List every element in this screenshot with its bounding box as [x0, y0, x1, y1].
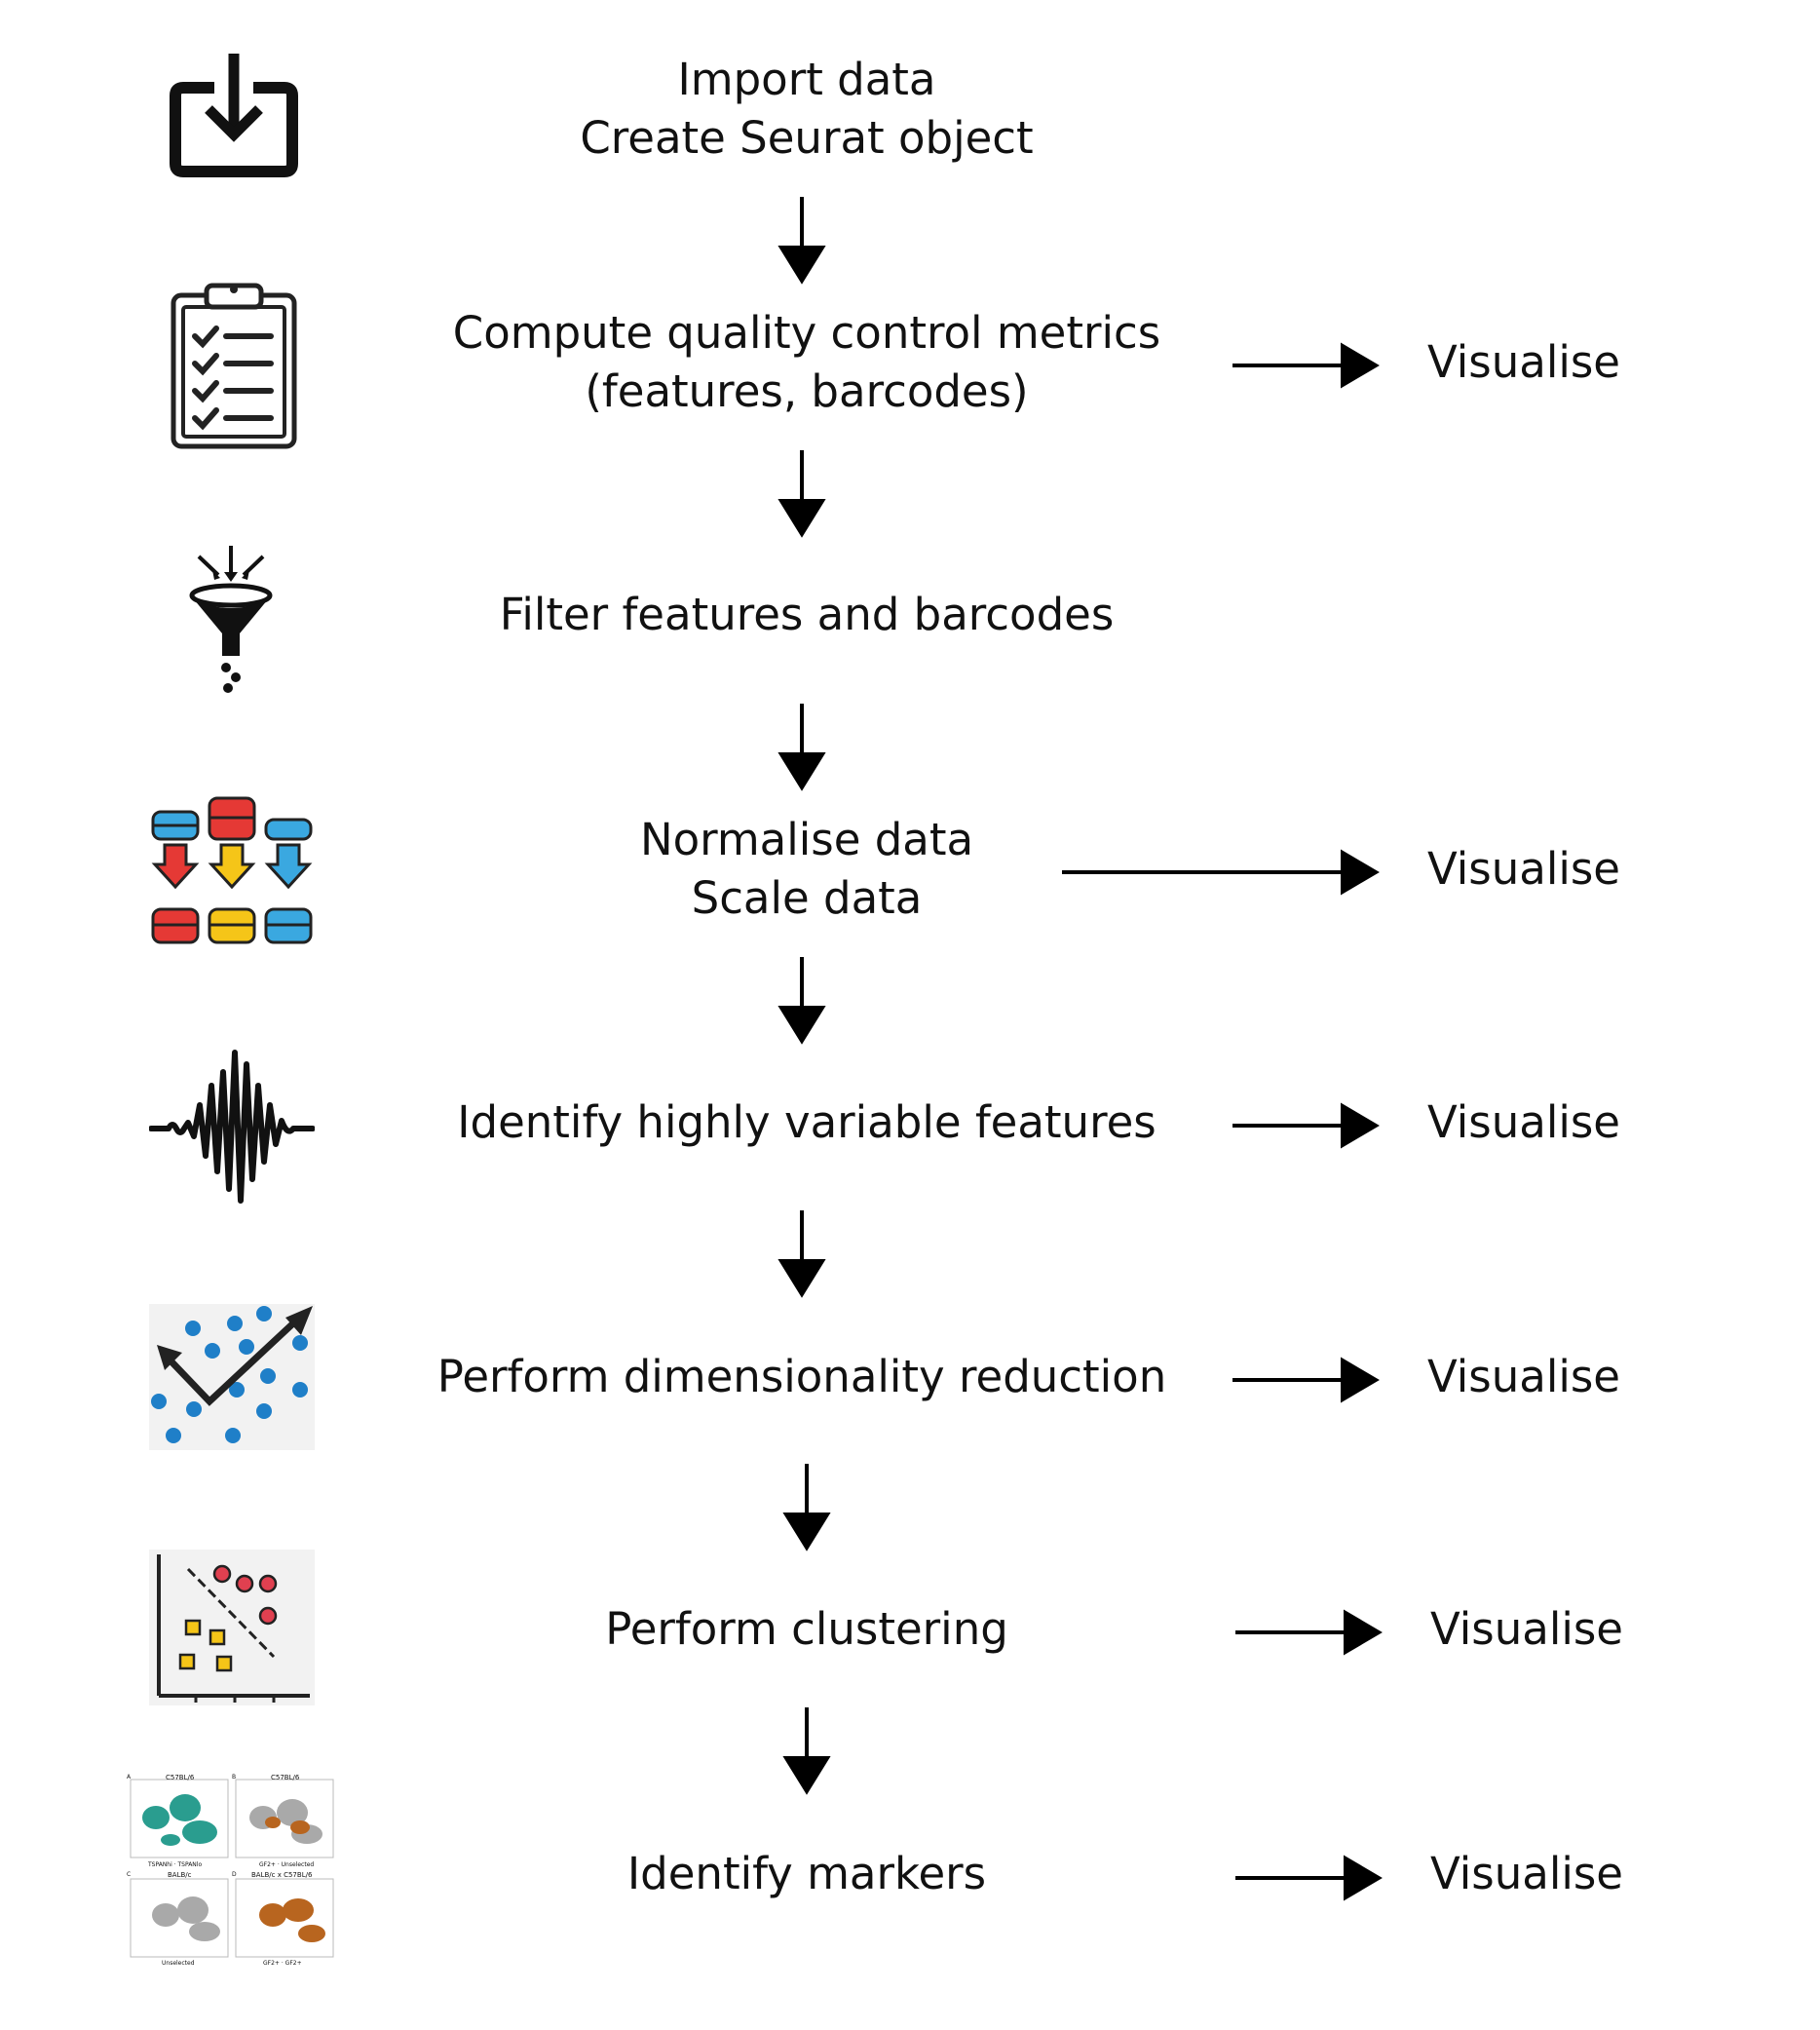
tsne-panel-letter-d: D	[232, 1871, 237, 1878]
scatter-trend-icon	[149, 1304, 315, 1450]
right-arrow-normalise	[1062, 849, 1380, 896]
step-line: Perform dimensionality reduction	[436, 1351, 1167, 1402]
database-normalise-icon	[151, 796, 313, 944]
right-arrows	[1062, 342, 1383, 1901]
step-line: Compute quality control metrics	[452, 307, 1161, 359]
step-line: Normalise data	[639, 814, 974, 865]
tsne-panel-title-b: C57BL/6	[271, 1774, 300, 1781]
tsne-panel-letter-c: C	[127, 1871, 132, 1878]
step-line: Scale data	[691, 872, 923, 924]
visualise-variable-features: Visualise	[1427, 1096, 1620, 1148]
tsne-panel-title-a: C57BL/6	[166, 1774, 195, 1781]
tsne-panel-legend-c: Unselected	[162, 1960, 195, 1967]
tsne-panel-letter-b: B	[232, 1774, 237, 1781]
down-arrow-4	[777, 957, 826, 1045]
step-dimensionality-reduction: Perform dimensionality reduction	[402, 1348, 1201, 1406]
visualise-markers: Visualise	[1430, 1848, 1623, 1899]
funnel-filter-icon	[189, 546, 273, 693]
down-arrow-7	[782, 1707, 831, 1795]
clipboard-checklist-icon	[171, 283, 297, 449]
tsne-panel-legend-d: GF2+ · GF2+	[263, 1960, 302, 1967]
down-arrows	[777, 197, 831, 1795]
step-import-data: Import data Create Seurat object	[407, 51, 1206, 168]
visualise-dimensionality-reduction: Visualise	[1427, 1351, 1620, 1402]
import-icon	[170, 54, 298, 177]
visualise-normalise: Visualise	[1427, 843, 1620, 895]
step-markers: Identify markers	[407, 1845, 1206, 1903]
tsne-panel-legend-b: GF2+ · Unselected	[259, 1861, 315, 1868]
right-arrow-variable	[1232, 1102, 1380, 1149]
step-quality-control: Compute quality control metrics (feature…	[407, 304, 1206, 421]
step-filter: Filter features and barcodes	[407, 586, 1206, 644]
cluster-plot-icon	[149, 1550, 315, 1705]
step-line: Create Seurat object	[580, 112, 1034, 164]
right-arrow-dimred	[1232, 1357, 1380, 1403]
step-line: Perform clustering	[605, 1603, 1008, 1655]
down-arrow-1	[777, 197, 826, 285]
step-normalise: Normalise data Scale data	[407, 811, 1206, 928]
tsne-panel-letter-a: A	[127, 1774, 132, 1781]
tsne-panel-title-c: BALB/c	[168, 1871, 192, 1879]
right-arrow-clustering	[1235, 1609, 1383, 1656]
step-line: Identify markers	[626, 1848, 987, 1899]
step-clustering: Perform clustering	[407, 1600, 1206, 1659]
down-arrow-3	[777, 704, 826, 791]
down-arrow-2	[777, 450, 826, 538]
tsne-panel-title-d: BALB/c x C57BL/6	[251, 1871, 313, 1879]
right-arrow-markers	[1235, 1855, 1383, 1901]
visualise-quality-control: Visualise	[1427, 336, 1620, 388]
step-line: Import data	[677, 54, 936, 105]
right-arrow-qc	[1232, 342, 1380, 389]
tsne-panel-legend-a: TSPANhi · TSPANlo	[148, 1861, 203, 1868]
visualise-clustering: Visualise	[1430, 1603, 1623, 1655]
down-arrow-5	[777, 1210, 826, 1298]
step-line: Filter features and barcodes	[499, 589, 1115, 640]
waveform-icon	[149, 1050, 315, 1204]
step-line: Identify highly variable features	[457, 1096, 1156, 1148]
step-variable-features: Identify highly variable features	[407, 1093, 1206, 1152]
tsne-panels-icon: C57BL/6 C57BL/6 BALB/c BALB/c x C57BL/6 …	[127, 1774, 341, 1969]
step-line: (features, barcodes)	[585, 365, 1029, 417]
down-arrow-6	[782, 1464, 831, 1551]
